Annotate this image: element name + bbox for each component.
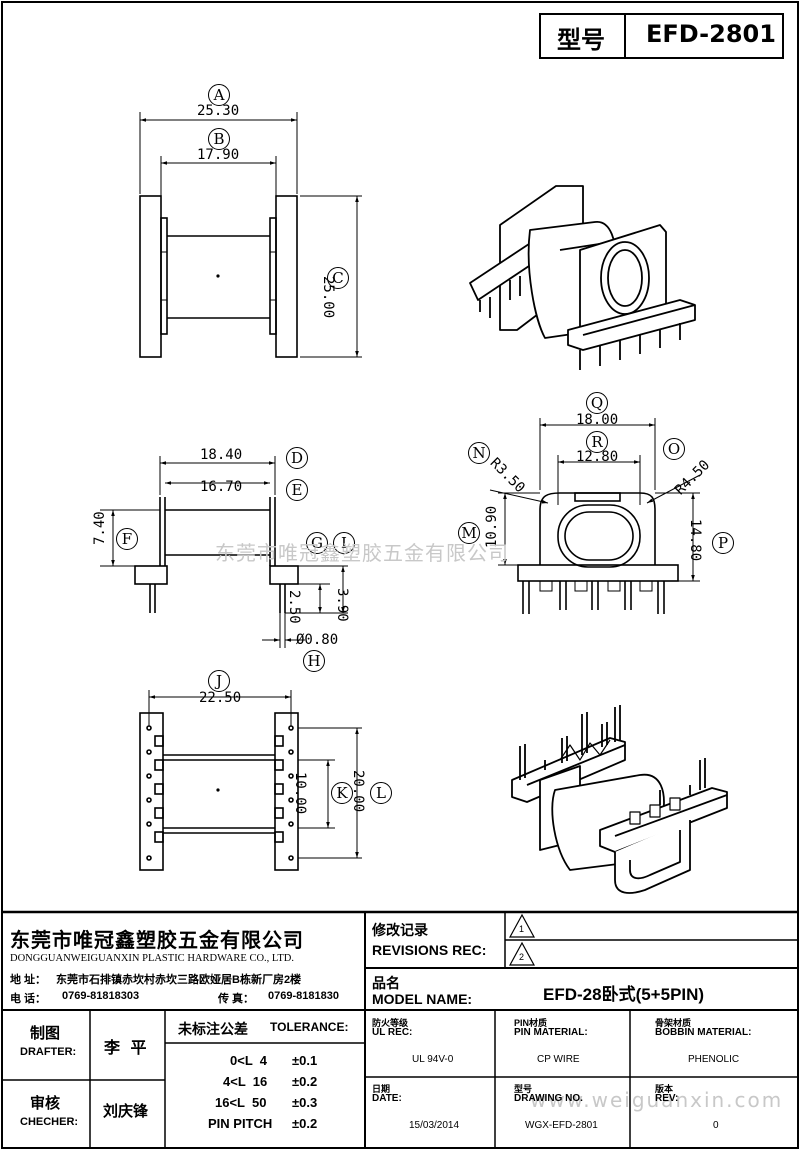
callout-l: L: [370, 782, 392, 804]
dim-k: 10.00: [292, 772, 308, 815]
tolerance-range-1: 0<L 4: [230, 1053, 267, 1068]
dim-b: 17.90: [197, 147, 240, 163]
model-label-cn: 品名: [372, 975, 400, 991]
ul-value: UL 94V-0: [412, 1054, 454, 1065]
company-phone-label: 电 话：: [10, 993, 47, 1005]
company-address: 东莞市石排镇赤坎村赤坎三路欧娅居B栋新厂房2楼: [56, 974, 302, 986]
callout-b: B: [208, 128, 230, 150]
dim-p: 14.80: [687, 519, 703, 562]
callout-a: A: [208, 84, 230, 106]
company-name-cn: 东莞市唯冠鑫塑胶五金有限公司: [10, 930, 304, 952]
side-view: [100, 456, 348, 648]
checker-label-en: CHECHER:: [20, 1116, 79, 1128]
dim-q: 18.00: [576, 412, 619, 428]
date-label-en: DATE:: [372, 1093, 402, 1104]
drawing-value: WGX-EFD-2801: [525, 1120, 598, 1131]
tolerance-value-3: ±0.3: [292, 1095, 318, 1110]
ul-label-cn: 防火等级: [372, 1018, 409, 1028]
callout-o: O: [663, 438, 685, 460]
pin-value: CP WIRE: [537, 1054, 580, 1065]
revision-2: 2: [519, 952, 525, 962]
dim-a: 25.30: [197, 103, 240, 119]
bobbin-value: PHENOLIC: [688, 1054, 740, 1065]
tolerance-range-3: 16<L 50: [215, 1095, 267, 1110]
dim-g: 2.50: [286, 590, 302, 624]
bobbin-label-cn: 骨架材质: [655, 1018, 692, 1028]
date-value: 15/03/2014: [409, 1120, 460, 1131]
watermark-company: 东莞市唯冠鑫塑胶五金有限公司: [215, 541, 509, 565]
company-address-label: 地 址：: [10, 974, 47, 986]
revisions-label-cn: 修改记录: [372, 922, 428, 938]
tolerance-range-4: PIN PITCH: [208, 1116, 273, 1131]
tolerance-title-cn: 未标注公差: [178, 1021, 248, 1037]
title-block-grid: [2, 910, 798, 1148]
dim-j: 22.50: [199, 690, 242, 706]
end-view: [489, 418, 701, 614]
callout-j: J: [208, 670, 230, 692]
model-label-en: MODEL NAME:: [372, 991, 473, 1007]
rev-value: 0: [713, 1120, 719, 1131]
model-name-value: EFD-28卧式(5+5PIN): [543, 985, 705, 1004]
callout-m: M: [458, 522, 480, 544]
callout-p: P: [712, 532, 734, 554]
callout-k: K: [331, 782, 353, 804]
tolerance-value-4: ±0.2: [292, 1116, 318, 1131]
callout-r: R: [586, 431, 608, 453]
iso-view-top: [469, 185, 696, 370]
rev-label-cn: 版本: [655, 1084, 674, 1094]
watermark-website: www.weiguanxin.com: [530, 1088, 784, 1112]
checker-name: 刘庆锋: [103, 1103, 149, 1120]
company-phone: 0769-81818303: [62, 990, 140, 1002]
date-label-cn: 日期: [372, 1084, 391, 1094]
dim-h: Ø0.80: [296, 632, 339, 648]
callout-i: I: [333, 532, 355, 554]
tolerance-value-1: ±0.1: [292, 1053, 318, 1068]
tolerance-value-2: ±0.2: [292, 1074, 318, 1089]
callout-g: G: [306, 532, 328, 554]
dim-f: 7.40: [92, 511, 108, 545]
dim-d: 18.40: [200, 447, 243, 463]
pin-label-en: PIN MATERIAL:: [514, 1027, 588, 1038]
ul-label-en: UL REC:: [372, 1027, 413, 1038]
checker-label-cn: 审核: [30, 1095, 61, 1112]
drawing-label-en: DRAWING NO.: [514, 1093, 583, 1104]
tolerance-title-en: TOLERANCE:: [270, 1020, 349, 1034]
callout-q: Q: [586, 392, 608, 414]
revisions-label-en: REVISIONS REC:: [372, 942, 487, 958]
pin-label-cn: PIN材质: [514, 1018, 548, 1028]
callout-n: N: [468, 442, 490, 464]
company-fax-label: 传 真：: [218, 993, 255, 1005]
header-model-value: EFD-2801: [646, 20, 776, 48]
bottom-view: [139, 690, 362, 871]
header-box: [539, 13, 784, 59]
rev-label-en: REV:: [655, 1093, 679, 1104]
company-fax: 0769-8181830: [268, 990, 339, 1002]
callout-d: D: [286, 447, 308, 469]
dim-e: 16.70: [200, 479, 243, 495]
dim-r: 12.80: [576, 449, 619, 465]
drafter-label-cn: 制图: [30, 1025, 61, 1042]
drawing-label-cn: 型号: [514, 1084, 533, 1094]
drafter-name: 李 平: [104, 1040, 150, 1057]
iso-view-bottom: [511, 705, 728, 894]
tolerance-range-2: 4<L 16: [223, 1074, 268, 1089]
callout-c: C: [327, 267, 349, 289]
front-view: [139, 112, 362, 358]
callout-f: F: [116, 528, 138, 550]
header-model-label: 型号: [557, 26, 605, 54]
bobbin-label-en: BOBBIN MATERIAL:: [655, 1027, 752, 1038]
company-name-en: DONGGUANWEIGUANXIN PLASTIC HARDWARE CO.,…: [10, 953, 294, 964]
revision-1: 1: [519, 924, 525, 934]
callout-h: H: [303, 650, 325, 672]
dim-i: 3.90: [334, 588, 350, 622]
callout-e: E: [286, 479, 308, 501]
drafter-label-en: DRAFTER:: [20, 1046, 77, 1058]
